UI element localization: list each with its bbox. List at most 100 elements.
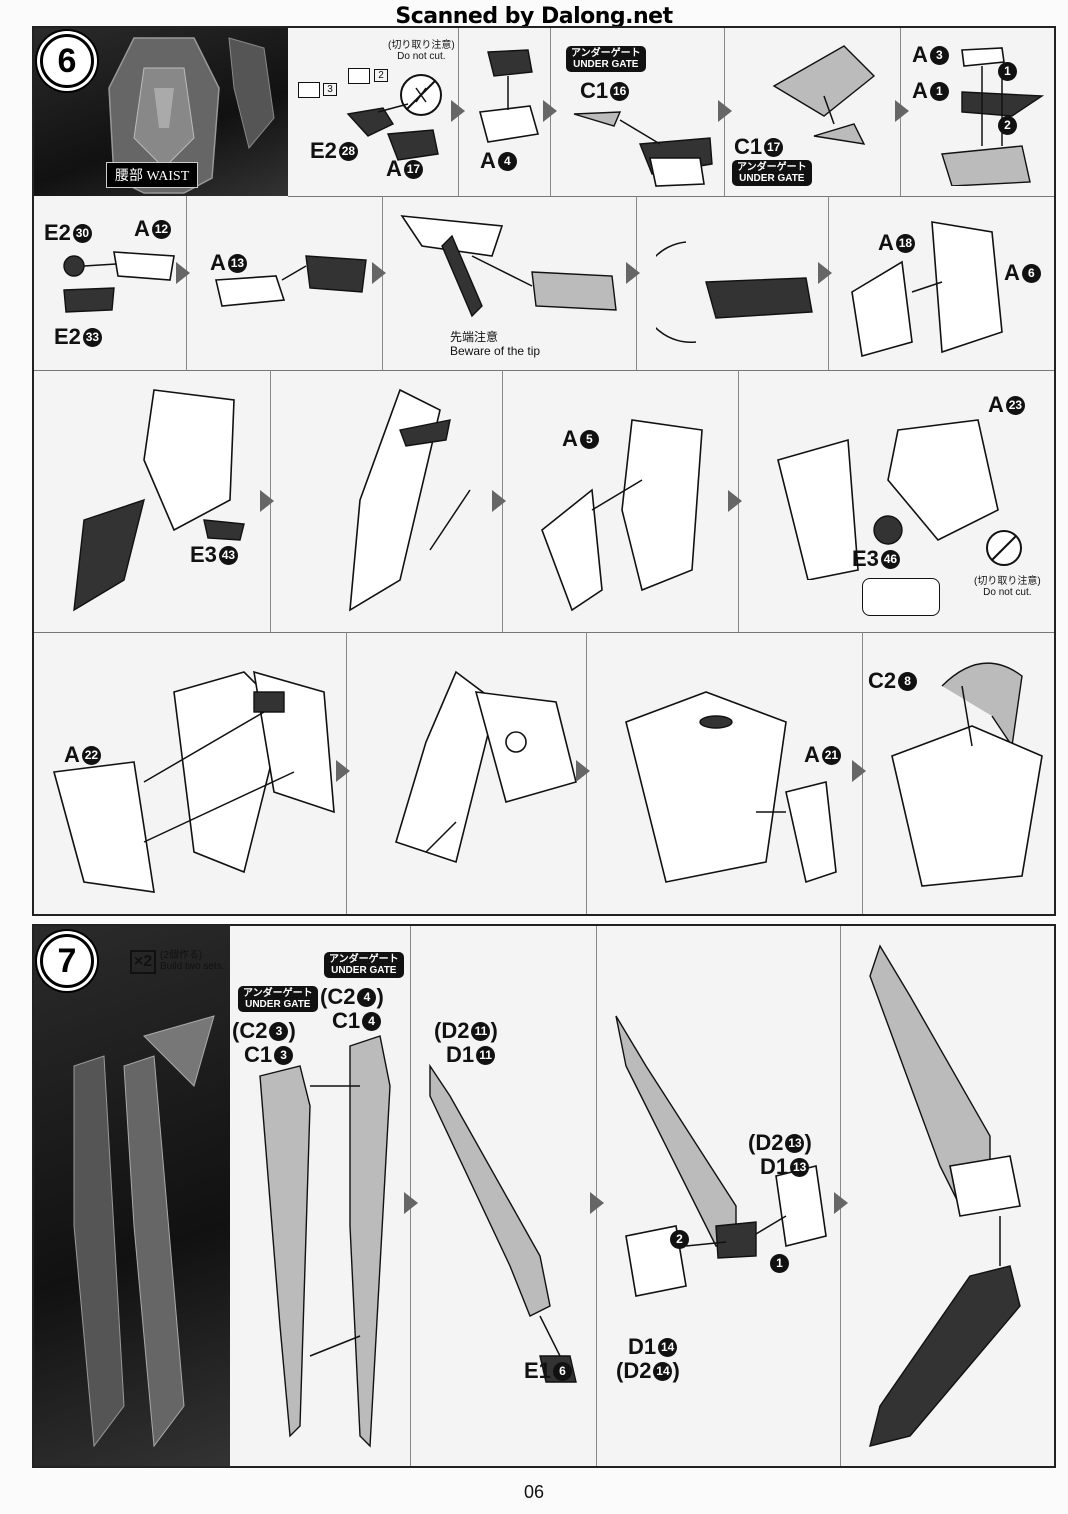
a6-num: 6 [1021, 264, 1041, 283]
flow-arrow [492, 490, 506, 512]
row4-parts-1 [52, 670, 335, 893]
under-gate-en-2: UNDER GATE [739, 173, 805, 184]
flow-arrow [718, 100, 732, 122]
tip-warning: 先端注意 Beware of the tip [450, 330, 540, 358]
flow-arrow [372, 262, 386, 284]
no-cut-icon [400, 74, 442, 116]
detail-inset [862, 578, 940, 616]
step7-parts-1 [259, 1035, 391, 1448]
row1-parts-4 [772, 45, 876, 145]
scan-credit: Scanned by Dalong.net [395, 4, 673, 29]
step7-order-1: 1 [768, 1250, 789, 1276]
e2-33-text: E2 [54, 324, 81, 349]
under-gate-jp-4: アンダーゲート [329, 954, 399, 965]
row4-parts-3 [625, 691, 837, 884]
row1-parts-3 [573, 111, 713, 187]
under-gate-jp-3: アンダーゲート [243, 988, 313, 999]
e1-6-text: E1 [524, 1358, 551, 1383]
c2-4-text: (C2 [320, 984, 356, 1009]
a12-num: 12 [151, 220, 171, 239]
c1-16-num: 16 [610, 82, 630, 101]
e1-6-num: 6 [552, 1362, 572, 1381]
e2-30-text: E2 [44, 220, 71, 245]
c1-4-text: C1 [332, 1008, 361, 1033]
c1-17-num: 17 [764, 138, 784, 157]
gate-box-3-label: 3 [323, 83, 337, 96]
a4-text: A [480, 148, 496, 173]
order-2-num: 2 [998, 116, 1017, 135]
row3-parts-3 [541, 419, 703, 612]
d1-13-num: 13 [790, 1158, 810, 1177]
row1-parts-5 [941, 47, 1045, 186]
flow-arrow [818, 262, 832, 284]
d1-11-num: 11 [476, 1046, 496, 1065]
c2-4-close: ) [376, 984, 384, 1009]
step7-header-image [34, 926, 230, 1466]
step7-order-2: 2 [668, 1226, 689, 1252]
flow-arrow [543, 100, 557, 122]
flow-arrow [728, 490, 742, 512]
flow-arrow [626, 262, 640, 284]
e2-28-text: E2 [310, 138, 337, 163]
do-not-cut-jp-2: (切り取り注意) [974, 576, 1041, 587]
order-1-num: 1 [998, 62, 1017, 81]
flow-arrow [336, 760, 350, 782]
waist-render-illustration [108, 37, 275, 194]
do-not-cut-jp: (切り取り注意) [388, 40, 455, 51]
flow-arrow [176, 262, 190, 284]
e2-33-num: 33 [82, 328, 102, 347]
step7-order-1-num: 1 [770, 1254, 789, 1273]
under-gate-en-1: UNDER GATE [573, 59, 639, 70]
flow-arrow [834, 1192, 848, 1214]
a23-num: 23 [1005, 396, 1025, 415]
order-1: 1 [996, 58, 1017, 84]
do-not-cut-note-2: (切り取り注意) Do not cut. [974, 576, 1041, 598]
row3-parts-1 [73, 389, 245, 612]
row2-panel-3: 先端注意 Beware of the tip [382, 196, 637, 370]
a21-text: A [804, 742, 820, 767]
a22-num: 22 [81, 746, 101, 765]
row2-parts-5 [851, 221, 1003, 358]
step6-number-badge: 6 [40, 34, 94, 88]
flow-arrow [260, 490, 274, 512]
row2-panel-4 [636, 196, 829, 370]
row2-parts-3 [400, 215, 617, 318]
build-en: Build two sets. [160, 961, 225, 972]
a22-text: A [64, 742, 80, 767]
d1-14-text: D1 [628, 1334, 657, 1359]
step7-order-2-num: 2 [670, 1230, 689, 1249]
under-gate-en-4: UNDER GATE [331, 965, 397, 976]
under-gate-en-3: UNDER GATE [245, 999, 311, 1010]
under-gate-jp-1: アンダーゲート [571, 48, 641, 59]
